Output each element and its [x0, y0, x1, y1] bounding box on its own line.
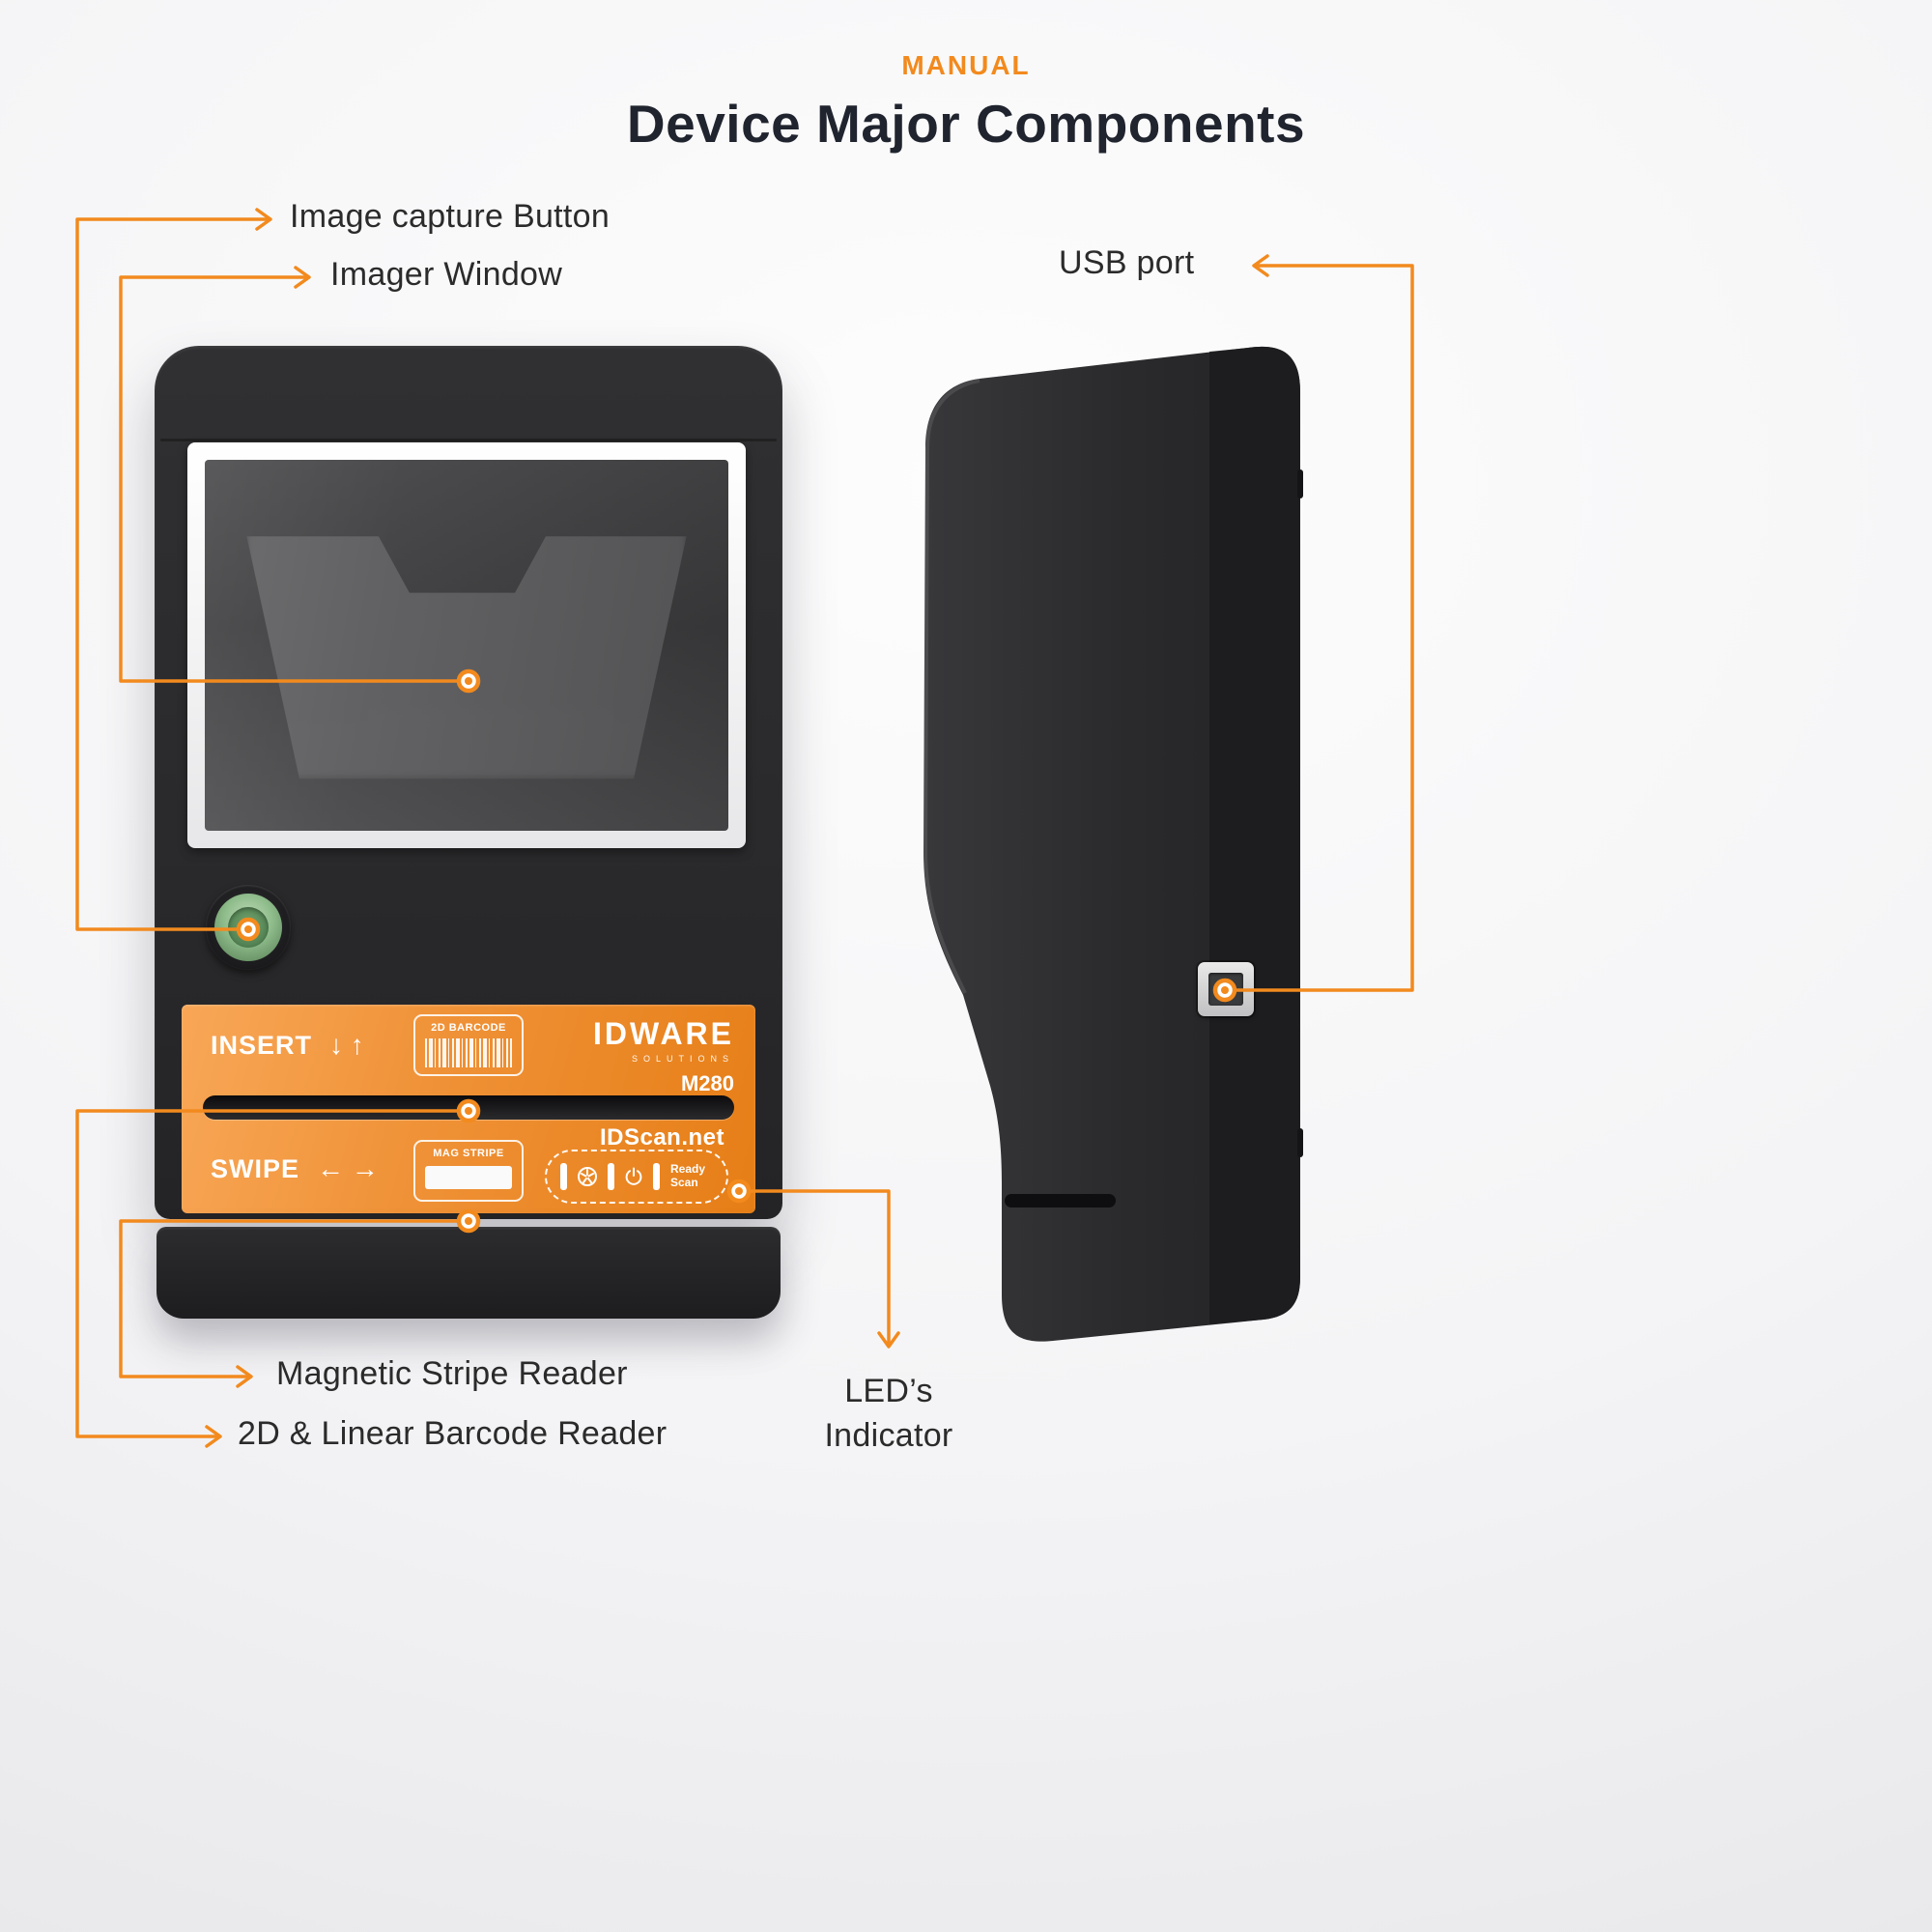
power-icon [625, 1167, 642, 1185]
top-cap-seam [160, 439, 777, 441]
shutter-icon [578, 1167, 597, 1186]
callout-label-image-capture: Image capture Button [290, 198, 611, 235]
led-indicator-panel: Ready Scan [545, 1150, 728, 1204]
capture-button-core [228, 907, 269, 948]
side-body [923, 346, 1300, 1342]
led-scan-label: Scan [670, 1176, 698, 1189]
callout-label-magstripe: Magnetic Stripe Reader [276, 1355, 628, 1392]
usb-port-socket [1208, 973, 1243, 1006]
arrow-right-icon [236, 1365, 253, 1388]
usb-port [1198, 962, 1254, 1016]
side-bottom-slot [1005, 1194, 1116, 1208]
reader-panel: INSERT ↓ ↑ 2D BARCODE IDWARE SOLUTIONS M… [182, 1005, 755, 1213]
card-insert-slot [203, 1095, 734, 1120]
insert-arrows-icon: ↓ ↑ [329, 1030, 364, 1060]
imager-window-glass [205, 460, 728, 831]
magstripe-badge: MAG STRIPE [413, 1140, 524, 1202]
callout-label-leds-line2: Indicator [824, 1416, 953, 1454]
magstripe-icon [425, 1166, 512, 1189]
led-window [560, 1163, 567, 1190]
callout-label-imager-window: Imager Window [330, 256, 563, 293]
brand-logo: IDWARE [593, 1016, 734, 1051]
arrow-right-icon [205, 1425, 222, 1448]
website-logo: IDScan.net [599, 1124, 724, 1151]
barcode-badge-label: 2D BARCODE [431, 1022, 506, 1034]
device-front-view: INSERT ↓ ↑ 2D BARCODE IDWARE SOLUTIONS M… [155, 346, 782, 1320]
side-profile [923, 346, 1303, 1342]
callout-label-barcode: 2D & Linear Barcode Reader [238, 1415, 668, 1452]
swipe-label: SWIPE [211, 1154, 300, 1183]
manual-eyebrow: MANUAL [901, 50, 1031, 80]
led-window [653, 1163, 660, 1190]
insert-row: INSERT ↓ ↑ [211, 1030, 364, 1061]
callout-label-leds: LED’s Indicator [800, 1370, 978, 1459]
arrow-right-icon [255, 208, 272, 231]
side-edge-highlight [923, 379, 980, 994]
led-ready-label: Ready [670, 1162, 706, 1177]
model-number: M280 [680, 1071, 734, 1095]
device-side-view [908, 328, 1323, 1372]
device-base [156, 1227, 781, 1319]
insert-label: INSERT [211, 1031, 313, 1060]
swipe-arrows-icon: ← → [317, 1153, 379, 1183]
imager-window-frame [187, 442, 746, 848]
arrow-left-icon [1252, 254, 1269, 277]
side-button-nub [1297, 469, 1303, 498]
brand-tagline: SOLUTIONS [631, 1054, 734, 1064]
barcode-icon [425, 1038, 512, 1067]
magstripe-badge-label: MAG STRIPE [433, 1148, 504, 1159]
side-button-nub [1297, 1128, 1303, 1157]
barcode-badge: 2D BARCODE [413, 1014, 524, 1076]
callout-label-usb-port: USB port [1059, 244, 1195, 281]
glass-reflection [205, 460, 728, 831]
led-status-text: Ready Scan [670, 1162, 706, 1190]
page-title: Device Major Components [626, 94, 1306, 154]
arrow-right-icon [294, 266, 311, 289]
callout-label-leds-line1: LED’s [844, 1373, 933, 1409]
led-window [608, 1163, 614, 1190]
side-back-panel [1209, 346, 1300, 1324]
brand-block: IDWARE SOLUTIONS M280 [593, 1016, 734, 1096]
arrow-down-icon [877, 1331, 900, 1349]
device-front-body: INSERT ↓ ↑ 2D BARCODE IDWARE SOLUTIONS M… [155, 346, 782, 1219]
swipe-row: SWIPE ← → [211, 1153, 379, 1184]
image-capture-button [206, 885, 291, 970]
